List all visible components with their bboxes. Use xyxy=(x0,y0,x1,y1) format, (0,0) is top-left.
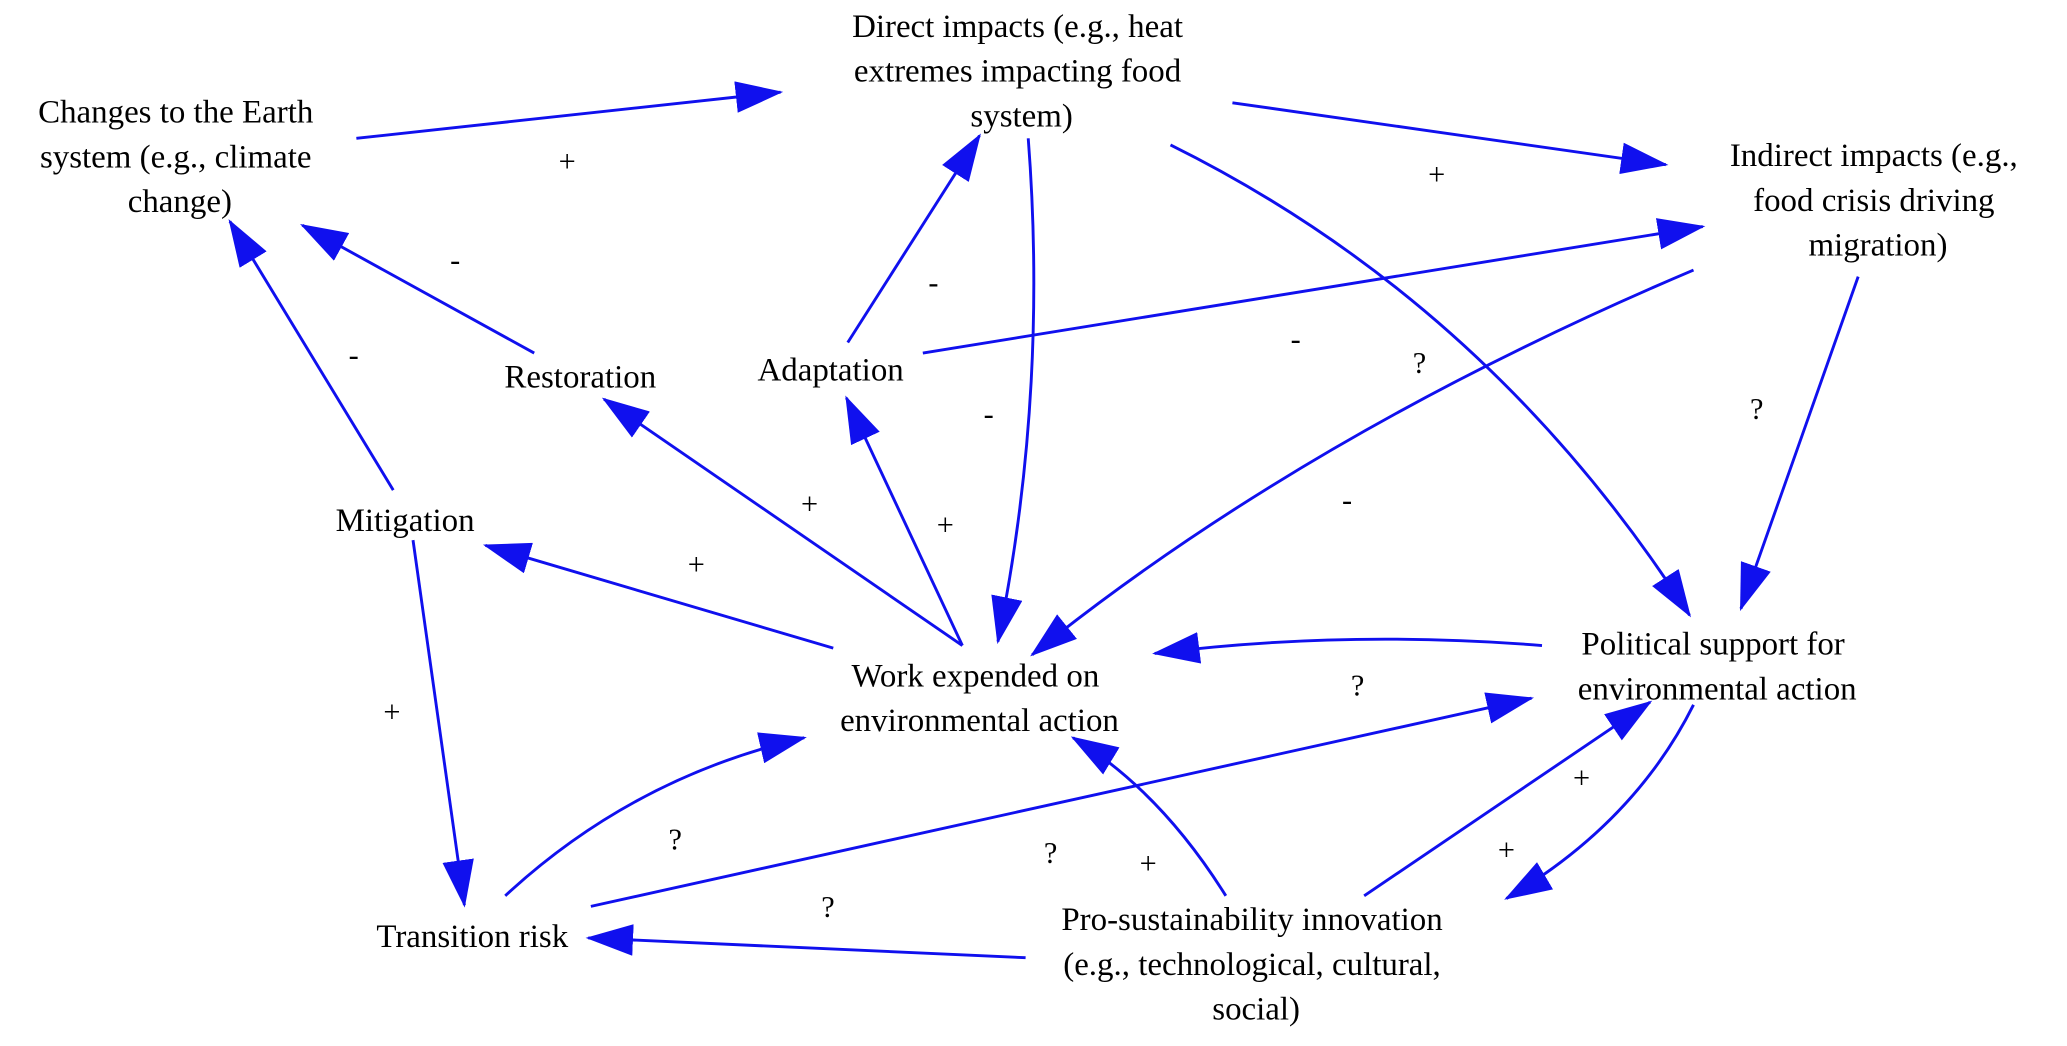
edge-earth-direct xyxy=(356,81,784,140)
node-indirect-impacts: Indirect impacts (e.g., food crisis driv… xyxy=(1730,138,2026,264)
sign-direct-indirect: + xyxy=(1428,157,1445,191)
edge-direct-indirect xyxy=(1232,101,1669,174)
sign-transition-political: ? xyxy=(1044,836,1057,870)
sign-work-restoration: + xyxy=(801,487,818,521)
sign-direct-work: - xyxy=(984,397,994,431)
edge-direct-work xyxy=(991,138,1036,645)
edge-restoration-earth xyxy=(300,224,535,355)
edge-indirect-work xyxy=(1030,268,1695,657)
sign-adaptation-indirect: - xyxy=(1291,322,1301,356)
edge-mitigation-transition xyxy=(411,539,474,908)
sign-direct-political: ? xyxy=(1413,346,1426,380)
edge-indirect-political xyxy=(1739,276,1860,612)
sign-political-work: ? xyxy=(1351,669,1364,703)
sign-transition-work: ? xyxy=(668,823,681,857)
node-direct-impacts: Direct impacts (e.g., heat extremes impa… xyxy=(852,9,1191,135)
edge-work-mitigation xyxy=(482,542,834,650)
edge-adaptation-direct xyxy=(846,133,981,344)
edge-transition-work xyxy=(504,732,807,897)
sign-indirect-political: ? xyxy=(1750,392,1763,426)
sign-work-mitigation: + xyxy=(688,547,705,581)
node-transition-risk: Transition risk xyxy=(376,919,568,955)
edges xyxy=(228,81,1860,960)
edge-mitigation-earth xyxy=(228,219,395,491)
node-mitigation: Mitigation xyxy=(336,503,475,539)
edge-innovation-transition xyxy=(585,924,1026,960)
sign-mitigation-earth: - xyxy=(349,338,359,372)
edge-political-innovation xyxy=(1504,704,1695,900)
node-restoration: Restoration xyxy=(504,359,656,395)
node-work-expended: Work expended on environmental action xyxy=(840,658,1119,739)
edge-adaptation-indirect xyxy=(922,218,1706,355)
sign-mitigation-transition: + xyxy=(383,695,400,729)
edge-transition-political xyxy=(590,692,1535,908)
edge-direct-political xyxy=(1169,143,1691,618)
edge-signs: + + - - - - - ? - ? + + + + ? ? ? + + + … xyxy=(349,144,1764,924)
sign-restoration-earth: - xyxy=(450,243,460,277)
node-political-support: Political support for environmental acti… xyxy=(1578,627,1857,708)
edge-political-work xyxy=(1152,632,1543,664)
sign-innovation-political: + xyxy=(1573,761,1590,795)
sign-work-adaptation: + xyxy=(937,508,954,542)
node-adaptation: Adaptation xyxy=(757,353,903,389)
node-pro-sustainability-innovation: Pro-sustainability innovation (e.g., tec… xyxy=(1061,902,1451,1028)
sign-innovation-transition: ? xyxy=(821,890,834,924)
sign-earth-direct: + xyxy=(559,144,576,178)
edge-work-restoration xyxy=(601,397,964,647)
sign-innovation-work: + xyxy=(1140,846,1157,880)
edge-innovation-work xyxy=(1070,736,1228,897)
sign-indirect-work: - xyxy=(1342,483,1352,517)
edge-work-adaptation xyxy=(845,395,964,647)
edge-innovation-political xyxy=(1363,700,1653,898)
sign-political-innovation: + xyxy=(1498,833,1515,867)
node-earth-system-changes: Changes to the Earth system (e.g., clima… xyxy=(38,95,321,221)
sign-adaptation-direct: - xyxy=(928,265,938,299)
